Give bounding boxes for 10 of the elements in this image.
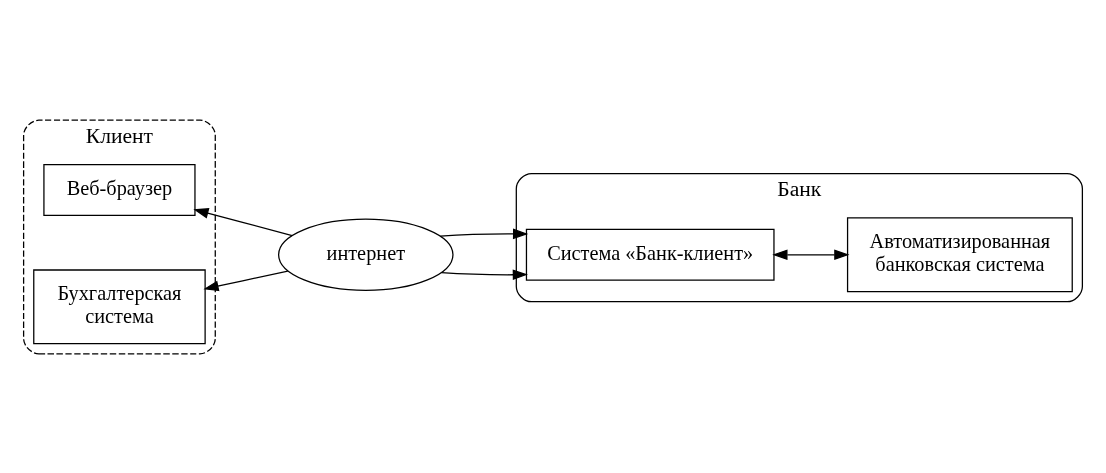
arrow xyxy=(439,228,529,239)
node-box: Веб-браузер xyxy=(43,163,196,216)
node-box: Бухгалтерская система xyxy=(33,268,206,344)
arrow xyxy=(440,268,528,280)
arrow xyxy=(203,270,289,291)
arrow xyxy=(193,207,293,236)
arrow xyxy=(772,248,850,260)
node-ellipse: интернет xyxy=(278,218,454,291)
node-box: Система «Банк-клиент» xyxy=(525,228,775,281)
node-box: Автоматизированная банковская система xyxy=(846,216,1073,292)
